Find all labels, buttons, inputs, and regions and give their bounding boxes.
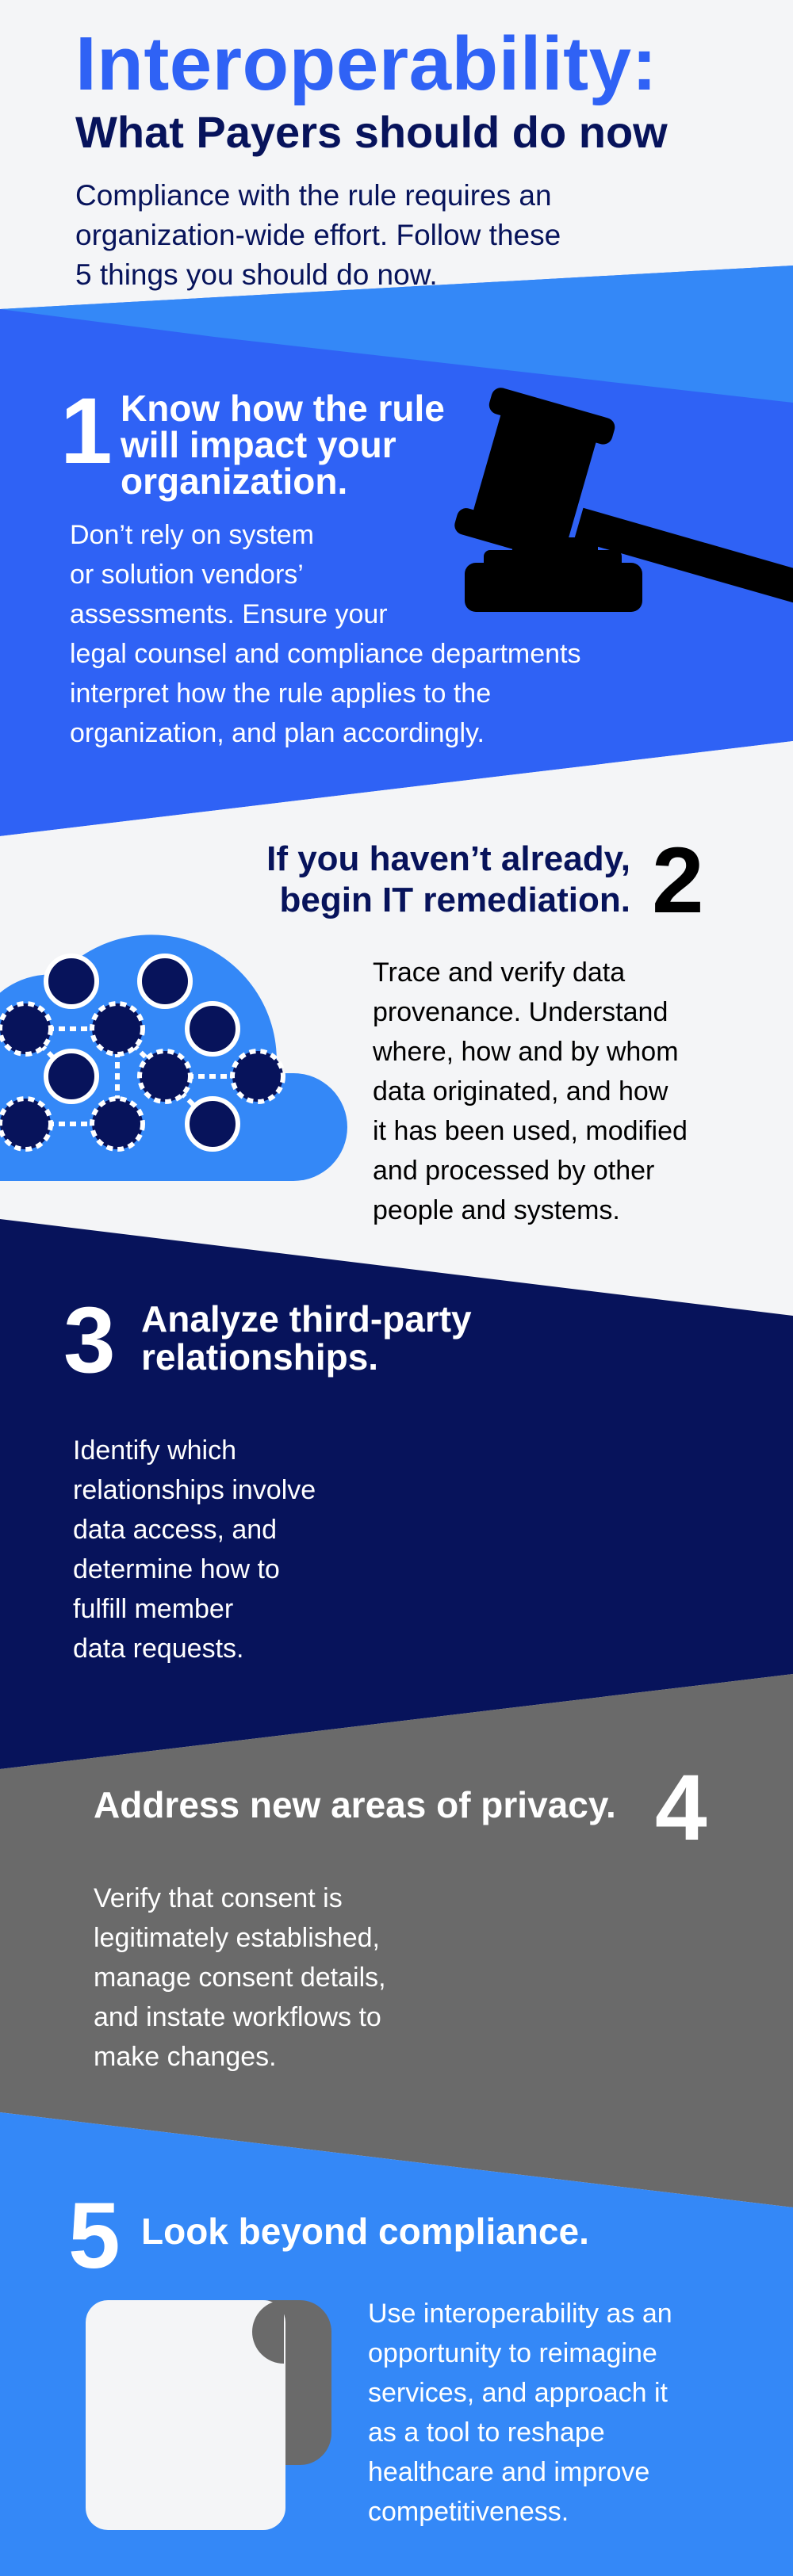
step-body-line: assessments. Ensure your: [70, 599, 388, 629]
step-body-line: Use interoperability as an: [368, 2299, 672, 2329]
step-body-line: data requests.: [73, 1634, 244, 1664]
step-body-line: Don’t rely on system: [70, 520, 314, 550]
band-section-1: [0, 266, 793, 836]
step-title-line: Analyze third-party: [141, 1298, 472, 1340]
step-body-line: fulfill member: [73, 1594, 234, 1624]
step-body-line: and processed by other: [373, 1156, 655, 1186]
step-title-1: Know how the rule will impact your organ…: [121, 390, 445, 499]
step-title-2: If you haven’t already, begin IT remedia…: [266, 839, 630, 921]
step-body-line: Verify that consent is: [94, 1883, 343, 1913]
gavel-icon: [454, 388, 793, 612]
step-title-line: relationships.: [141, 1336, 379, 1378]
step-number-5: 5: [68, 2184, 121, 2288]
band-section-3: [0, 1219, 793, 1769]
step-body-3: Identify which relationships involve dat…: [73, 1431, 316, 1668]
step-body-line: or solution vendors’: [70, 560, 304, 590]
step-body-line: provenance. Understand: [373, 997, 668, 1027]
step-number-4: 4: [655, 1756, 707, 1860]
step-body-4: Verify that consent is legitimately esta…: [94, 1878, 386, 2077]
step-body-line: as a tool to reshape: [368, 2417, 605, 2448]
step-body-line: organization, and plan accordingly.: [70, 718, 485, 748]
step-body-line: healthcare and improve: [368, 2457, 650, 2487]
step-title-line: begin IT remediation.: [279, 881, 631, 919]
step-title-line: Address new areas of privacy.: [94, 1784, 616, 1825]
cloud-data-icon: [0, 934, 347, 1181]
step-body-line: where, how and by whom: [373, 1037, 679, 1067]
band-accent-stripe: [0, 266, 793, 403]
intro-line: organization-wide effort. Follow these: [75, 219, 561, 251]
step-title-5: Look beyond compliance.: [141, 2210, 589, 2253]
step-body-line: it has been used, modified: [373, 1116, 688, 1146]
step-title-line: If you haven’t already,: [266, 839, 630, 878]
step-number-3: 3: [63, 1288, 116, 1393]
step-body-line: data originated, and how: [373, 1076, 668, 1106]
step-title-4: Address new areas of privacy.: [94, 1783, 616, 1826]
step-body-line: Trace and verify data: [373, 957, 626, 988]
page-title: Interoperability:: [75, 21, 657, 106]
step-body-line: legal counsel and compliance departments: [70, 639, 581, 669]
step-body-line: determine how to: [73, 1554, 280, 1584]
scroll-icon: [86, 2300, 331, 2530]
intro-line: 5 things you should do now.: [75, 258, 438, 291]
step-body-line: services, and approach it: [368, 2378, 668, 2408]
intro-text: Compliance with the rule requires an org…: [75, 176, 662, 295]
step-title-line: Look beyond compliance.: [141, 2211, 589, 2252]
step-body-2: Trace and verify data provenance. Unders…: [373, 953, 688, 1230]
step-body-line: people and systems.: [373, 1195, 620, 1225]
step-body-line: interpret how the rule applies to the: [70, 678, 492, 709]
step-title-line: Know how the rule: [121, 388, 445, 429]
intro-line: Compliance with the rule requires an: [75, 179, 552, 212]
step-body-line: opportunity to reimagine: [368, 2338, 657, 2368]
step-title-line: will impact your: [121, 424, 396, 465]
step-number-1: 1: [60, 379, 113, 483]
step-body-line: and instate workflows to: [94, 2002, 381, 2032]
step-body-line: make changes.: [94, 2042, 277, 2072]
page-subtitle: What Payers should do now: [75, 107, 668, 157]
step-body-line: Identify which: [73, 1435, 236, 1466]
step-body-1: Don’t rely on system or solution vendors…: [70, 515, 581, 753]
band-light-top: [0, 0, 793, 313]
step-body-5: Use interoperability as an opportunity t…: [368, 2294, 672, 2532]
step-body-line: manage consent details,: [94, 1963, 386, 1993]
step-body-line: competitiveness.: [368, 2497, 569, 2527]
step-body-line: relationships involve: [73, 1475, 316, 1505]
band-section-4: [0, 1674, 793, 2207]
step-title-3: Analyze third-party relationships.: [141, 1300, 472, 1376]
step-body-line: legitimately established,: [94, 1923, 380, 1953]
step-title-line: organization.: [121, 461, 348, 502]
step-number-2: 2: [652, 828, 704, 933]
step-body-line: data access, and: [73, 1515, 278, 1545]
